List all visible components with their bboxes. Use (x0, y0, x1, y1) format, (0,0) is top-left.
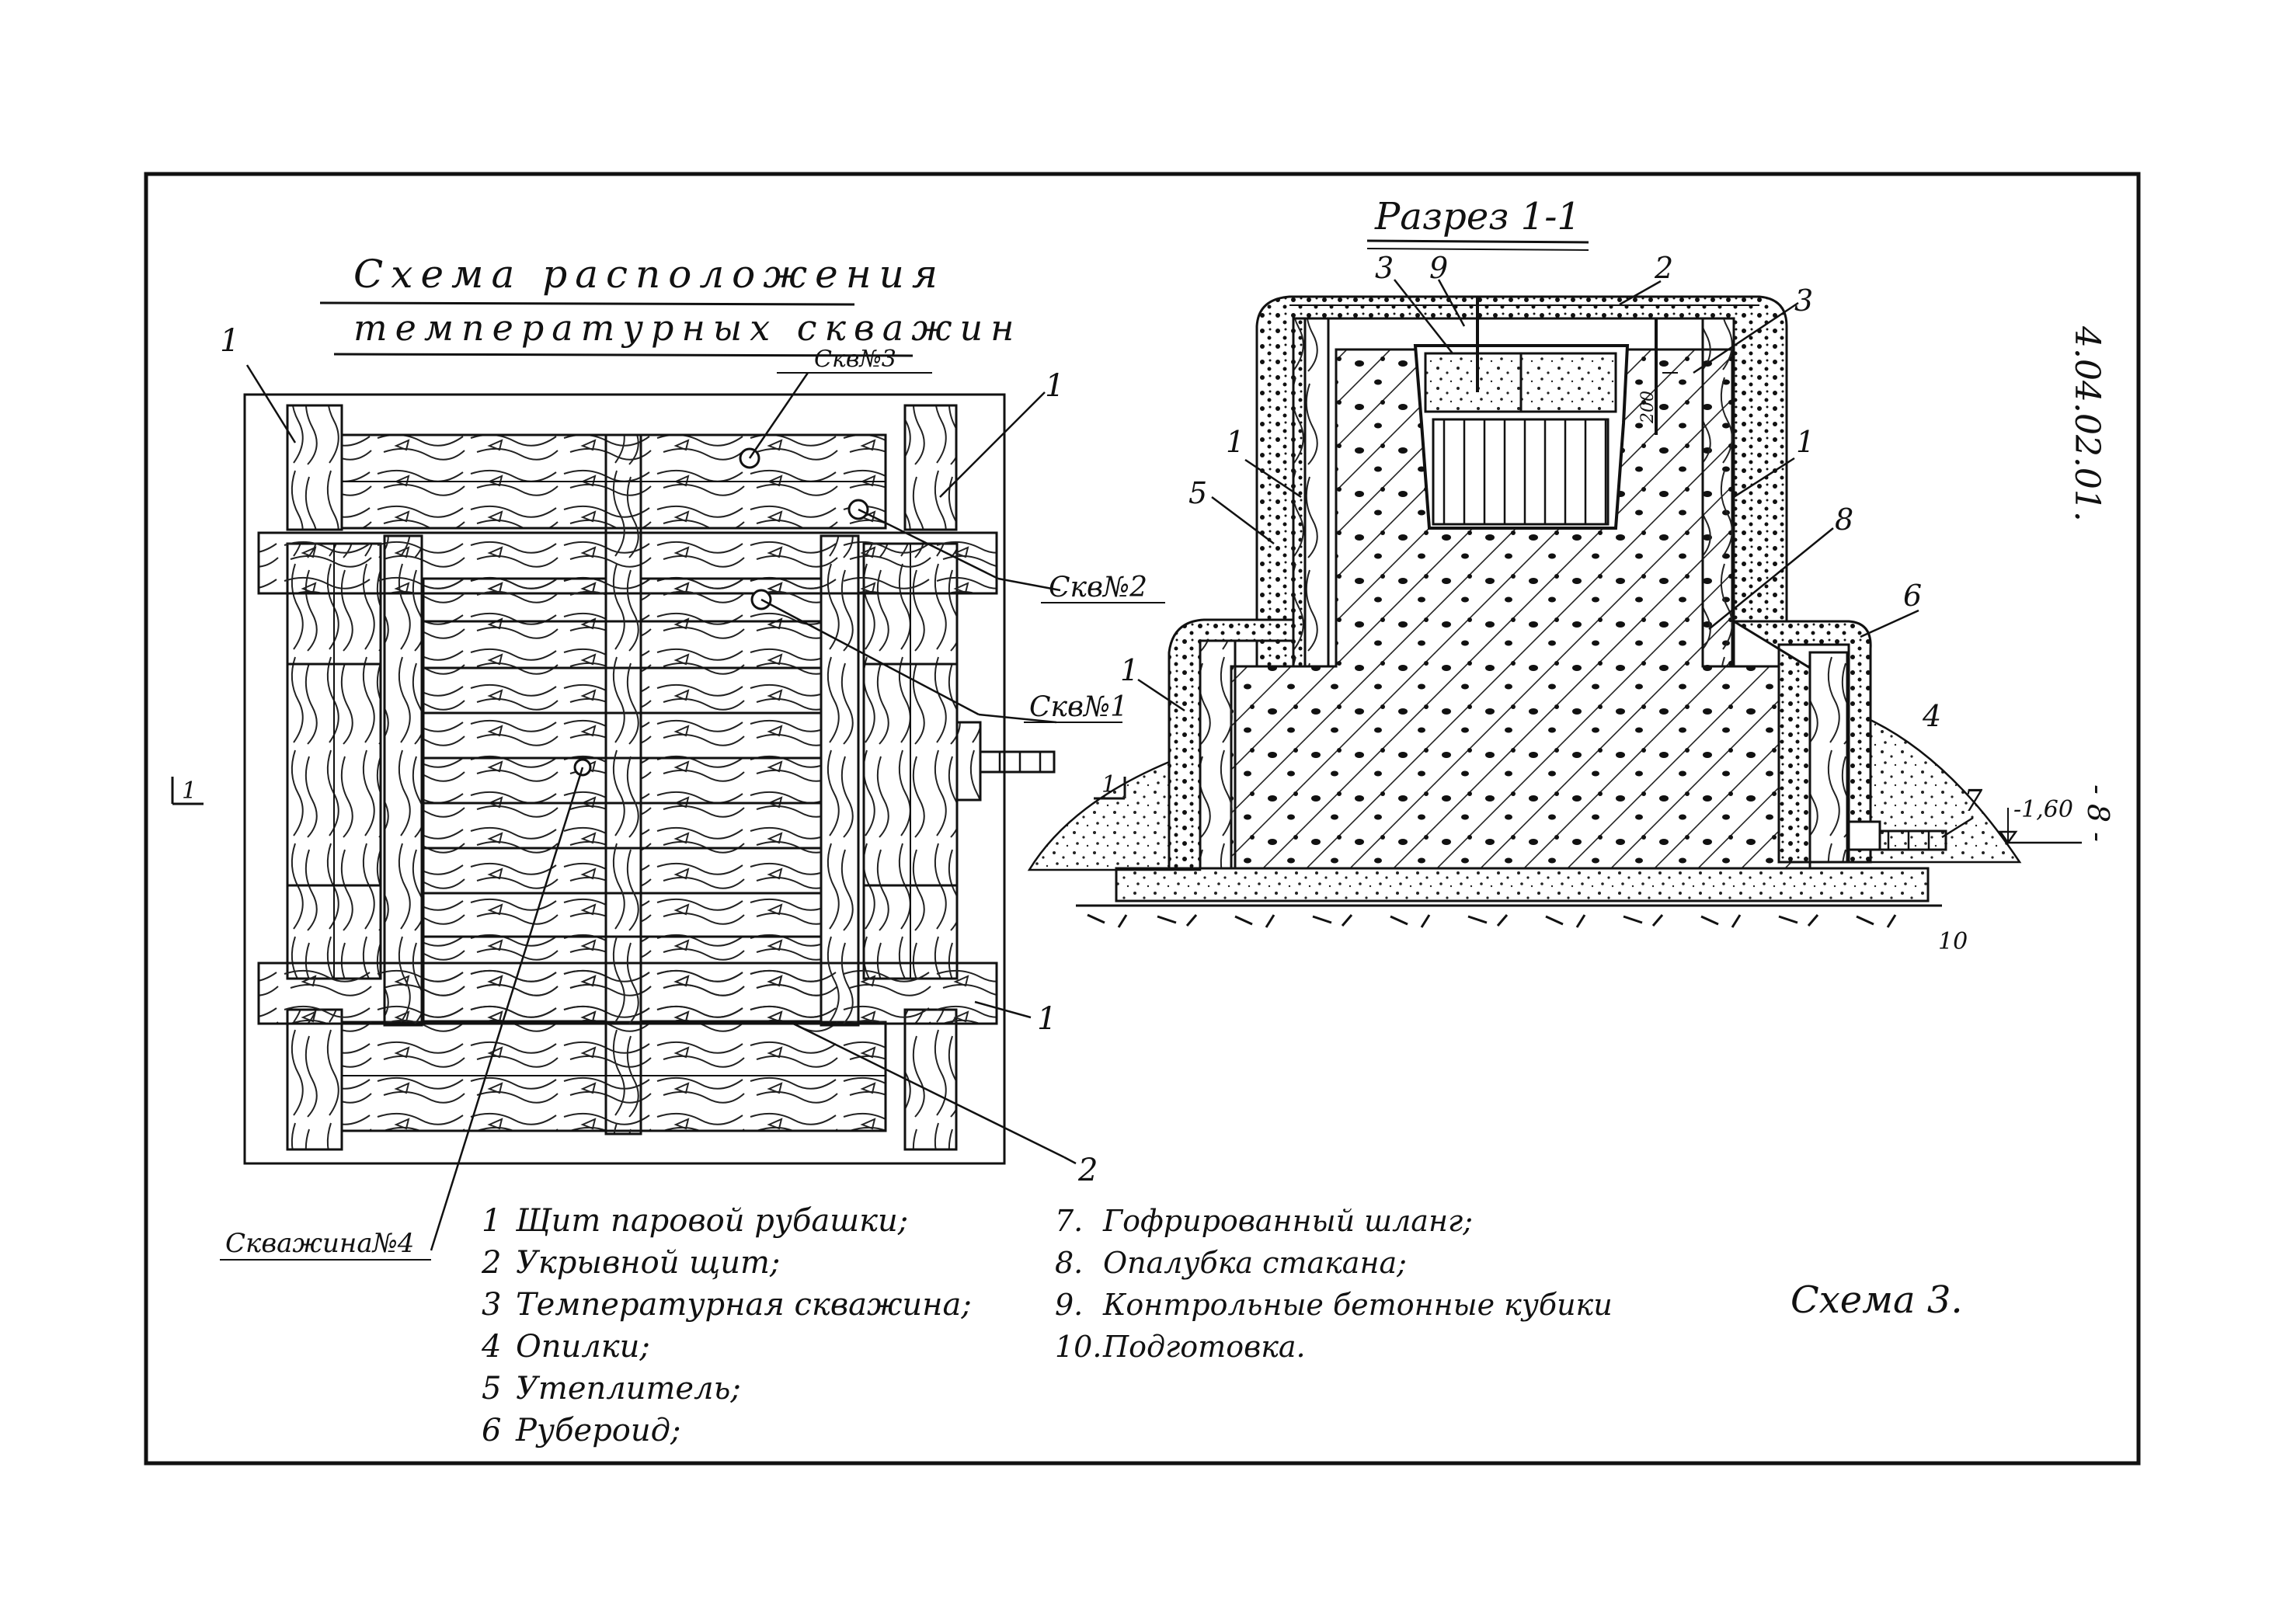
legend-number: 8. (1055, 1246, 1084, 1280)
plan-callout-1a: 1 (220, 323, 239, 359)
section-mark-left: 1 (171, 777, 204, 805)
legend-item: 6 Рубероид; (482, 1410, 972, 1452)
legend-number: 7. (1055, 1204, 1084, 1238)
plan-callout-1c: 1 (1037, 1001, 1056, 1037)
svg-text:-1,60: -1,60 (2013, 796, 2073, 823)
section-callout-1c: 1 (1120, 653, 1139, 687)
well-4-label: Скважина№4 (225, 1228, 414, 1259)
plan-batten-v1 (383, 534, 423, 1027)
legend-left: 1 Щит паровой рубашки; 2 Укрывной щит; 3 Те… (482, 1200, 972, 1452)
section-callout-3a: 3 (1375, 251, 1394, 285)
legend-number: 10. (1055, 1330, 1102, 1364)
legend-text: Опалубка стакана; (1103, 1246, 1407, 1280)
plan-right-top-post (903, 404, 958, 531)
section-callout-1b: 1 (1796, 425, 1815, 459)
sawdust-right (1847, 709, 2022, 864)
legend-text: Температурная скважина; (516, 1287, 972, 1323)
sheet-frame (144, 172, 2141, 1466)
well-3-label: Скв№3 (814, 346, 896, 373)
section-callout-10: 10 (1938, 928, 1968, 955)
plan-callout-1b: 1 (1045, 368, 1064, 404)
legend-item: 3 Температурная скважина; (482, 1284, 972, 1326)
elevation-mark: -1,60 (1998, 796, 2082, 845)
ground-hatch (1087, 913, 1897, 928)
plan-view: Схема расположения температурных скважин (171, 252, 1165, 1261)
svg-text:1: 1 (182, 777, 197, 805)
plan-hose-stub (955, 721, 982, 802)
section-callout-7: 7 (1964, 784, 1983, 818)
legend-item: 8. Опалубка стакана; (1055, 1242, 1613, 1284)
plan-title-underline1 (319, 301, 855, 306)
plan-inner-boards-left (422, 577, 607, 1023)
legend-right: 7. Гофрированный шланг; 8. Опалубка стакан… (1055, 1200, 1613, 1368)
legend-text: Утеплитель; (516, 1371, 741, 1407)
well-1-label: Скв№1 (1029, 691, 1128, 723)
section-callout-2: 2 (1654, 251, 1673, 285)
cup-formwork (1413, 344, 1630, 530)
plan-title-underline2 (333, 353, 914, 357)
section-callout-4: 4 (1922, 699, 1941, 733)
section-callout-3b: 3 (1794, 283, 1813, 318)
legend-item: 1 Щит паровой рубашки; (482, 1200, 972, 1242)
doc-code: 4.04.02.01. (2067, 325, 2107, 522)
plan-title-line2: температурных скважин (353, 307, 1021, 349)
plan-callout-2: 2 (1077, 1153, 1098, 1188)
legend-text: Щит паровой рубашки; (516, 1203, 909, 1239)
section-callout-9: 9 (1429, 251, 1448, 285)
legend-item: 4 Опилки; (482, 1326, 972, 1368)
well-2-label: Скв№2 (1049, 572, 1147, 603)
plan-left-top-post (286, 404, 343, 531)
plan-inner-boards-right (639, 577, 823, 1023)
legend-text: Опилки; (516, 1329, 650, 1365)
section-hose-box (1847, 820, 1881, 851)
legend-number: 4 (482, 1329, 502, 1365)
section-callout-5: 5 (1188, 476, 1207, 510)
legend-number: 2 (482, 1245, 502, 1281)
page-number: - 8 - (2081, 784, 2115, 842)
plan-title-line1: Схема расположения (353, 252, 945, 297)
plan-batten-v3 (820, 534, 860, 1027)
plan-batten-v2 (604, 433, 642, 1135)
legend-text: Подготовка. (1103, 1330, 1306, 1364)
legend-text: Гофрированный шланг; (1103, 1204, 1474, 1238)
legend-item: 7. Гофрированный шланг; (1055, 1200, 1613, 1242)
depth-small: 200 (1638, 391, 1658, 424)
section-hose (1878, 829, 1947, 851)
plan-right-bottom-post (903, 1008, 958, 1151)
legend-item: 9. Контрольные бетонные кубики (1055, 1284, 1613, 1326)
legend-item: 5 Утеплитель; (482, 1368, 972, 1410)
plan-left-bottom-post (286, 1008, 343, 1151)
scheme-label: Схема 3. (1791, 1278, 1963, 1322)
legend-item: 10.Подготовка. (1055, 1326, 1613, 1368)
legend-text: Укрывной щит; (516, 1245, 781, 1281)
legend-number: 1 (482, 1203, 502, 1239)
section-title: Разрез 1-1 (1374, 195, 1581, 238)
section-callout-8: 8 (1835, 503, 1853, 537)
steam-jacket (1168, 295, 1872, 870)
legend-number: 5 (482, 1371, 502, 1407)
legend-text: Контрольные бетонные кубики (1103, 1288, 1613, 1322)
legend-number: 3 (482, 1287, 502, 1323)
legend-text: Рубероид; (516, 1413, 681, 1448)
section-callout-1a: 1 (1226, 425, 1244, 459)
base-slab (1115, 867, 1930, 902)
legend-number: 9. (1055, 1288, 1084, 1322)
legend-item: 2 Укрывной щит; (482, 1242, 972, 1284)
legend-number: 6 (482, 1413, 502, 1448)
section-callout-6: 6 (1903, 579, 1922, 613)
section-view: Разрез 1-1 (1027, 195, 2082, 955)
plan-hose (979, 750, 1056, 774)
